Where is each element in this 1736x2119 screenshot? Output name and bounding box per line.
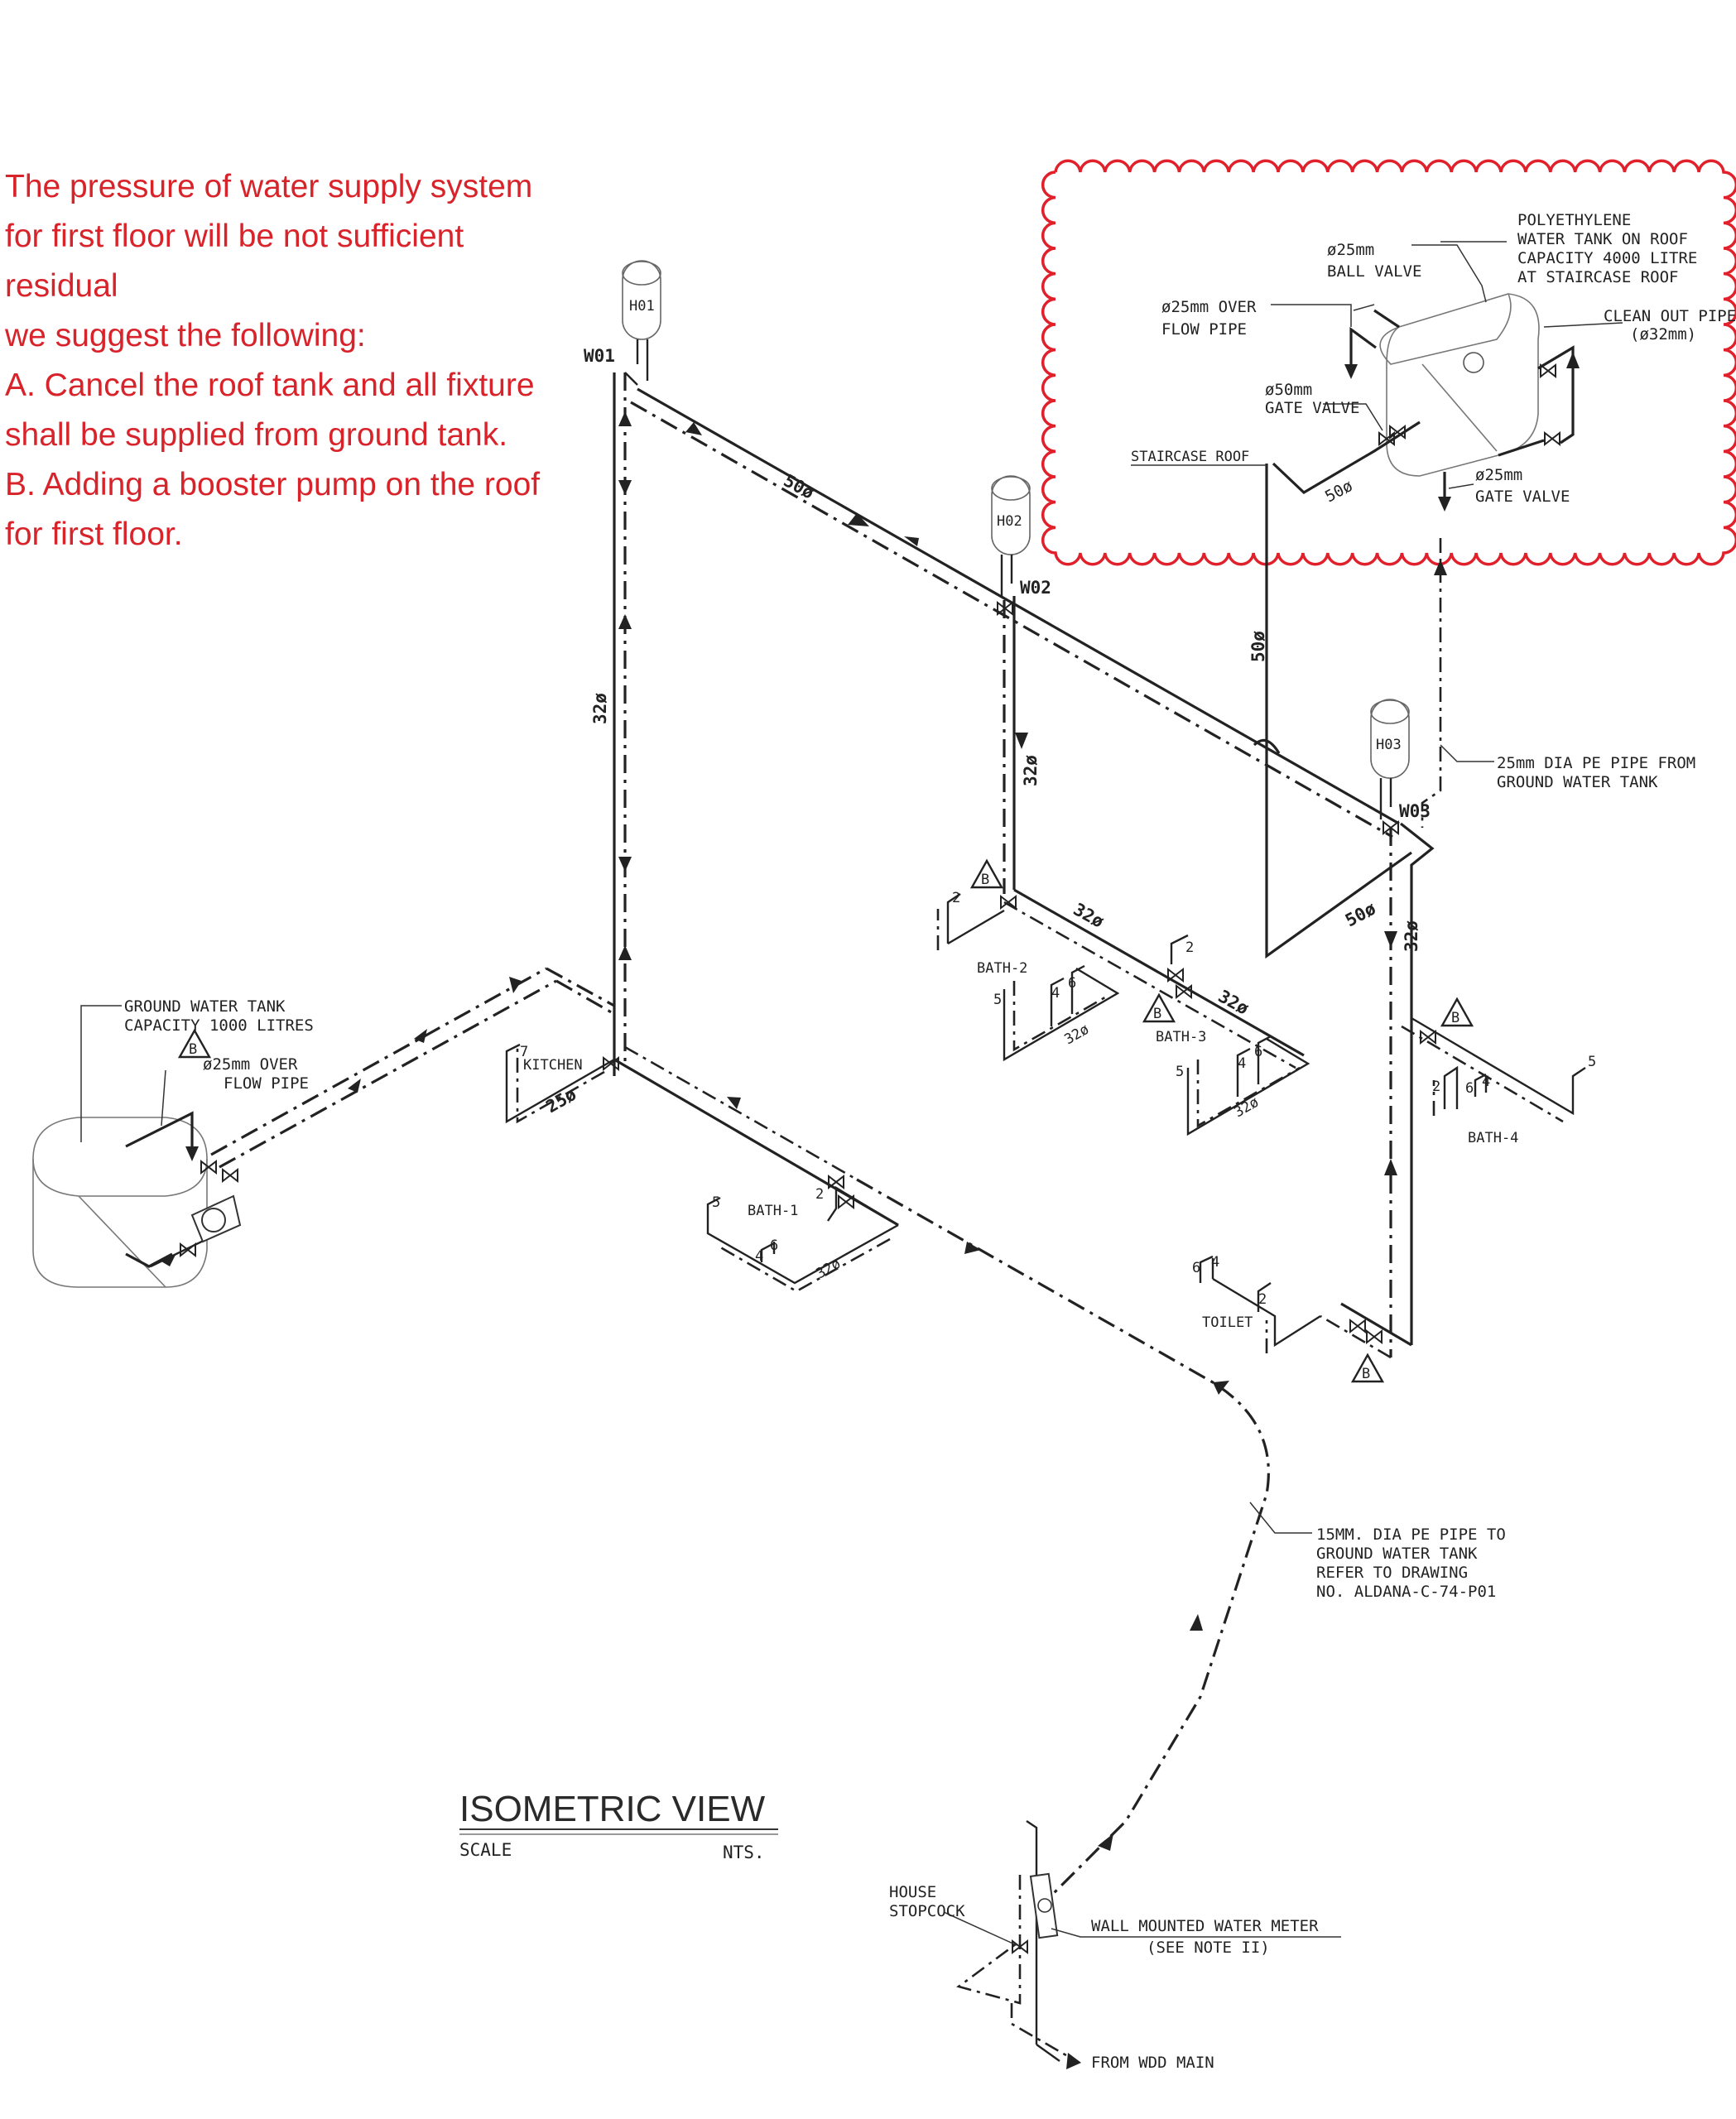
svg-text:4: 4 (1482, 1074, 1490, 1090)
water-meter-label: WALL MOUNTED WATER METER(SEE NOTE II) (1091, 1917, 1319, 1957)
svg-text:32ø: 32ø (1232, 1094, 1262, 1122)
note-line: residual (5, 268, 118, 304)
staircase-roof-label: STAIRCASE ROOF (1131, 449, 1249, 465)
pipe-size-main: 50ø (781, 470, 818, 503)
svg-text:5: 5 (1176, 1064, 1184, 1080)
heater-h03: H03 (1370, 699, 1410, 819)
drawing-title-text: ISOMETRIC VIEW (459, 1789, 766, 1829)
revision-cloud (1041, 159, 1736, 566)
note-line: for first floor. (5, 517, 183, 552)
svg-text:2: 2 (1432, 1079, 1440, 1095)
water-meter-icon (1029, 1872, 1059, 1939)
heater-h01: H01 (622, 260, 661, 381)
riser-w01-pipes: 32ø (590, 372, 638, 1076)
svg-text:B: B (1451, 1010, 1459, 1026)
room-bath-1: BATH-1 (748, 1203, 798, 1219)
pipe-size-w03-50: 50ø (1342, 898, 1379, 930)
svg-text:H02: H02 (997, 513, 1022, 530)
note-line: B. Adding a booster pump on the roof (5, 467, 541, 502)
float-ball-icon (1463, 352, 1484, 373)
note-line: for first floor will be not sufficient (5, 219, 464, 254)
svg-text:6: 6 (1192, 1260, 1200, 1276)
svg-text:2: 2 (952, 890, 960, 906)
svg-text:5: 5 (993, 992, 1002, 1008)
booster-pump-icon (190, 1194, 242, 1243)
bath-2: 5 4 6 BATH-2 32ø (977, 960, 1120, 1062)
svg-text:H03: H03 (1376, 737, 1402, 753)
svg-text:6: 6 (770, 1237, 778, 1254)
svg-text:B: B (189, 1041, 197, 1058)
note-line: A. Cancel the roof tank and all fixture (5, 368, 535, 403)
svg-text:4: 4 (1238, 1055, 1246, 1072)
room-bath-4: BATH-4 (1468, 1130, 1518, 1146)
riser-w03-pipes: 50ø 32ø B 2 6 4 5 BATH-4 B 2 6 4 TOILET (1192, 821, 1596, 1383)
room-kitchen: KITCHEN (523, 1057, 583, 1074)
riser-w01: W01 (584, 346, 615, 366)
clean-out-label: CLEAN OUT PIPE(ø32mm) (1604, 307, 1736, 344)
svg-text:B: B (1153, 1006, 1161, 1022)
pipe-size-bath2: 32ø (1070, 899, 1108, 932)
note-line: we suggest the following: (5, 318, 366, 353)
note-line: The pressure of water supply system (5, 169, 533, 204)
svg-text:5: 5 (1588, 1054, 1596, 1070)
note-line: shall be supplied from ground tank. (5, 417, 508, 453)
svg-text:4: 4 (1051, 985, 1060, 1002)
svg-text:4: 4 (755, 1248, 763, 1265)
pipe-size-w02: 32ø (1021, 755, 1041, 786)
drawing-title: ISOMETRIC VIEW SCALE NTS. (459, 1789, 778, 1862)
room-bath-2: BATH-2 (977, 960, 1027, 977)
svg-text:2: 2 (1185, 939, 1194, 956)
svg-text:6: 6 (1068, 975, 1076, 992)
svg-text:B: B (1362, 1366, 1370, 1382)
from-main-label: FROM WDD MAIN (1091, 2054, 1214, 2072)
riser-w02: W02 (1020, 578, 1051, 598)
riser-w03: W03 (1399, 801, 1431, 821)
svg-text:7: 7 (520, 1044, 528, 1060)
pipe-size-w01: 32ø (590, 693, 610, 724)
room-toilet: TOILET (1202, 1314, 1253, 1331)
svg-text:2: 2 (815, 1186, 824, 1203)
design-note: The pressure of water supply system for … (5, 162, 541, 560)
heater-h02: H02 (991, 475, 1031, 596)
pipe-size-w03-32: 32ø (1402, 920, 1421, 952)
svg-text:5: 5 (712, 1194, 720, 1211)
svg-text:4: 4 (1211, 1254, 1219, 1271)
ground-floor-pipes: 7 KITCHEN 25ø 5 2 4 6 BATH-1 32ø (505, 1043, 899, 1293)
svg-text:H01: H01 (629, 298, 655, 315)
svg-text:32ø: 32ø (1062, 1021, 1093, 1049)
svg-text:2: 2 (1258, 1291, 1267, 1308)
pipe-size-label: 50ø (1322, 477, 1356, 507)
scale-label: SCALE (459, 1840, 512, 1860)
room-bath-3: BATH-3 (1156, 1029, 1206, 1045)
svg-text:B: B (981, 872, 989, 888)
bath-3: B 5 4 6 BATH-3 32ø (1142, 993, 1310, 1136)
riser-w02-pipes: 32ø 2 32ø 32ø 2 B (936, 596, 1305, 1069)
pipe-size-riser: 50ø (1248, 631, 1268, 662)
main-distribution: 50ø 50ø (630, 387, 1400, 838)
scale-value: NTS. (723, 1843, 765, 1862)
svg-text:6: 6 (1465, 1080, 1474, 1097)
svg-text:6: 6 (1254, 1044, 1262, 1060)
